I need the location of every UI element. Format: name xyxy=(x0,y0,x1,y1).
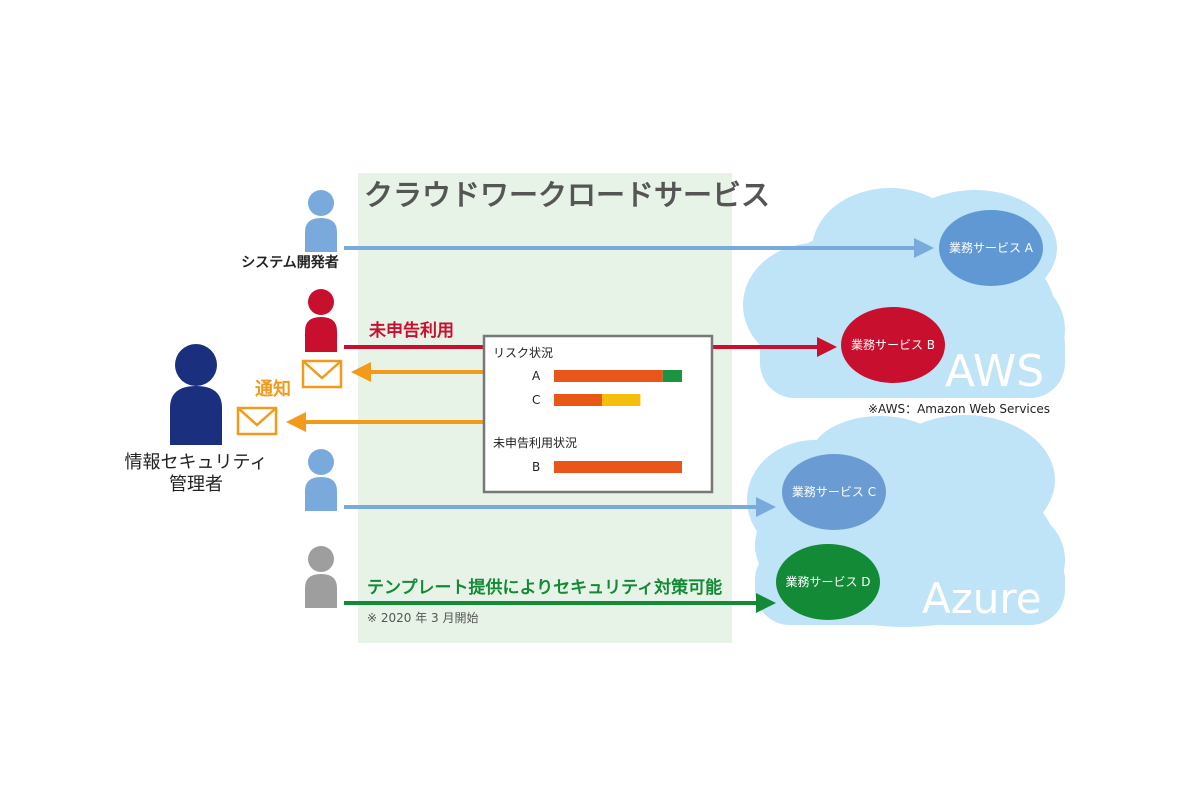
mail-icon xyxy=(301,359,343,389)
risk-row-label: C xyxy=(532,393,541,407)
unreported-label: 未申告利用 xyxy=(369,321,454,341)
status-bars xyxy=(554,370,682,473)
service-b-bubble xyxy=(841,307,945,383)
azure-label: Azure xyxy=(922,574,1042,623)
risk-bar-segment xyxy=(554,370,663,382)
unreported-bar-segment xyxy=(554,461,682,473)
service-d-bubble xyxy=(776,544,880,620)
unreported-status-title: 未申告利用状況 xyxy=(493,436,578,450)
notify-label: 通知 xyxy=(255,379,291,400)
risk-status-title: リスク状況 xyxy=(493,346,554,360)
risk-bar-segment xyxy=(554,394,602,406)
developer-label: システム開発者 xyxy=(241,255,339,271)
user-c-person-icon xyxy=(305,449,337,511)
aws-label: AWS xyxy=(945,346,1045,397)
service-c-label: 業務サービス C xyxy=(791,485,877,499)
service-title: クラウドワークロードサービス xyxy=(364,178,771,212)
mail-icon xyxy=(236,406,278,436)
service-d-label: 業務サービス D xyxy=(785,575,871,589)
service-b-label: 業務サービス B xyxy=(850,338,936,352)
unreported-row-label: B xyxy=(532,460,541,474)
admin-label-line1: 情報セキュリティ xyxy=(124,452,268,473)
risk-bar-segment xyxy=(602,394,641,406)
user-d-person-icon xyxy=(305,546,337,608)
security-admin-person-icon xyxy=(170,344,222,445)
admin-label-line2: 管理者 xyxy=(169,474,223,495)
risk-row-label: A xyxy=(532,369,541,383)
service-c-bubble xyxy=(782,454,886,530)
service-a-label: 業務サービス A xyxy=(948,241,1034,255)
aws-footnote: ※AWS：Amazon Web Services xyxy=(868,402,1050,416)
unreported-user-person-icon xyxy=(305,289,337,352)
developer-person-icon xyxy=(305,190,337,252)
template-label: テンプレート提供によりセキュリティ対策可能 xyxy=(367,578,723,598)
risk-bar-segment xyxy=(662,370,682,382)
template-note: ※ 2020 年 3 月開始 xyxy=(367,611,479,625)
service-a-bubble xyxy=(939,210,1043,286)
